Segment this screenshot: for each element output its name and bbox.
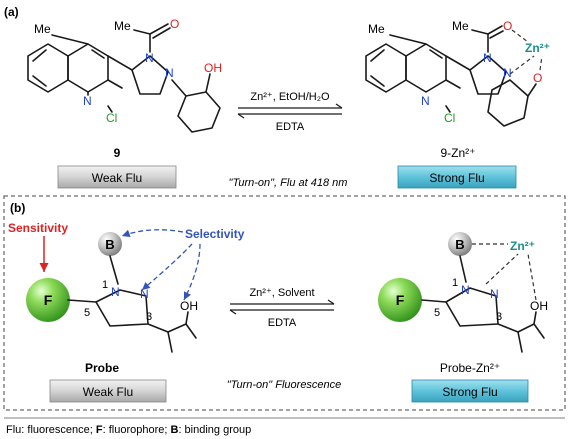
phenolate-oxygen: O <box>533 71 542 85</box>
reagents-label-a: Zn²⁺, EtOH/H₂O <box>250 91 330 103</box>
probe-zn-name: Probe-Zn²⁺ <box>440 361 500 375</box>
fluorophore-sphere <box>26 278 70 322</box>
reagents-label-b: Zn²⁺, Solvent <box>249 287 314 299</box>
zinc-ion-label-b: Zn²⁺ <box>510 239 535 253</box>
position-3-label: 3 <box>146 311 152 323</box>
footnote-part-3: : fluorophore; <box>103 424 171 436</box>
probe-name: Probe <box>85 361 119 375</box>
selectivity-label: Selectivity <box>185 227 245 241</box>
pyrazoline-n1: N <box>145 51 154 65</box>
quinoline-nitrogen-right: N <box>421 94 430 108</box>
binding-group-sphere <box>98 232 122 256</box>
pyrazoline-n-a: N <box>111 285 120 299</box>
weak-flu-label-b: Weak Flu <box>83 385 133 399</box>
strong-flu-label-b: Strong Flu <box>442 385 497 399</box>
fluorophore-label: F <box>44 292 53 308</box>
weak-flu-label-a: Weak Flu <box>92 171 142 185</box>
position-1-label: 1 <box>102 279 108 291</box>
panel-b-label: (b) <box>10 201 25 215</box>
strong-flu-box-b <box>411 379 529 403</box>
reverse-reagent-a: EDTA <box>276 121 305 133</box>
position-1-label-right: 1 <box>452 277 458 289</box>
binding-group-label: B <box>105 237 114 252</box>
acetyl-methyl: Me <box>114 19 131 33</box>
footnote-part-4: B <box>170 424 178 436</box>
weak-flu-box-a <box>57 165 177 189</box>
binding-group-sphere-right <box>448 232 472 256</box>
footnote: Flu: fluorescence; F: fluorophore; B: bi… <box>6 424 251 436</box>
pyrazoline-n2: N <box>165 66 174 80</box>
pyrazoline-n-a-right: N <box>461 283 470 297</box>
turn-on-caption-b: "Turn-on" Fluorescence <box>227 379 342 391</box>
hydroxyl-label: OH <box>204 61 222 75</box>
turn-on-caption-a: "Turn-on", Flu at 418 nm <box>229 177 348 189</box>
pyrazoline-n1-right: N <box>483 51 492 65</box>
fluorophore-sphere-right <box>378 278 422 322</box>
methyl-label-right: Me <box>368 22 385 36</box>
footnote-part-2: F <box>96 424 103 436</box>
strong-flu-box-a <box>397 165 517 189</box>
chlorine-label: Cl <box>106 111 117 125</box>
carbonyl-oxygen: O <box>170 17 179 31</box>
chlorine-label-right: Cl <box>444 111 455 125</box>
probe-structure: F B 1 N N 5 3 OH <box>26 232 198 353</box>
acetyl-methyl-right: Me <box>452 19 469 33</box>
position-5-label: 5 <box>84 307 90 319</box>
equilibrium-arrow-a <box>237 103 343 119</box>
sensitivity-label: Sensitivity <box>8 221 68 235</box>
binding-group-label-right: B <box>455 237 464 252</box>
equilibrium-arrow-b <box>229 299 335 315</box>
carbonyl-oxygen-right: O <box>503 19 512 33</box>
footnote-part-1: Flu: fluorescence; <box>6 424 96 436</box>
selectivity-arrows <box>121 229 201 301</box>
zinc-ion-label: Zn²⁺ <box>525 41 550 55</box>
position-3-label-right: 3 <box>496 311 502 323</box>
probe-zn-structure: F B 1 N N 5 3 OH Zn²⁺ <box>378 232 548 353</box>
position-5-label-right: 5 <box>434 307 440 319</box>
footnote-part-5: : binding group <box>178 424 251 436</box>
reverse-reagent-b: EDTA <box>268 317 297 329</box>
panel-b-frame <box>3 195 566 411</box>
compound-9-number: 9 <box>114 146 121 160</box>
methyl-label: Me <box>34 22 51 36</box>
pyrazoline-n-b-right: N <box>490 287 499 301</box>
fluorophore-label-right: F <box>396 292 405 308</box>
weak-flu-box-b <box>49 379 167 403</box>
compound-9-zn-number: 9-Zn²⁺ <box>440 146 475 160</box>
compound-9-zn-structure: Me N Cl N N O Me O Zn²⁺ <box>365 19 550 127</box>
pyrazoline-n2-right: N <box>503 66 512 80</box>
pyrazoline-n-b: N <box>140 287 149 301</box>
quinoline-nitrogen: N <box>83 94 92 108</box>
strong-flu-label-a: Strong Flu <box>429 171 484 185</box>
panel-a-label: (a) <box>4 5 19 19</box>
hydroxyl-label-probe-zn: OH <box>530 299 548 313</box>
compound-9-structure: Me N Cl N N O Me OH <box>27 17 222 133</box>
hydroxyl-label-probe: OH <box>180 299 198 313</box>
